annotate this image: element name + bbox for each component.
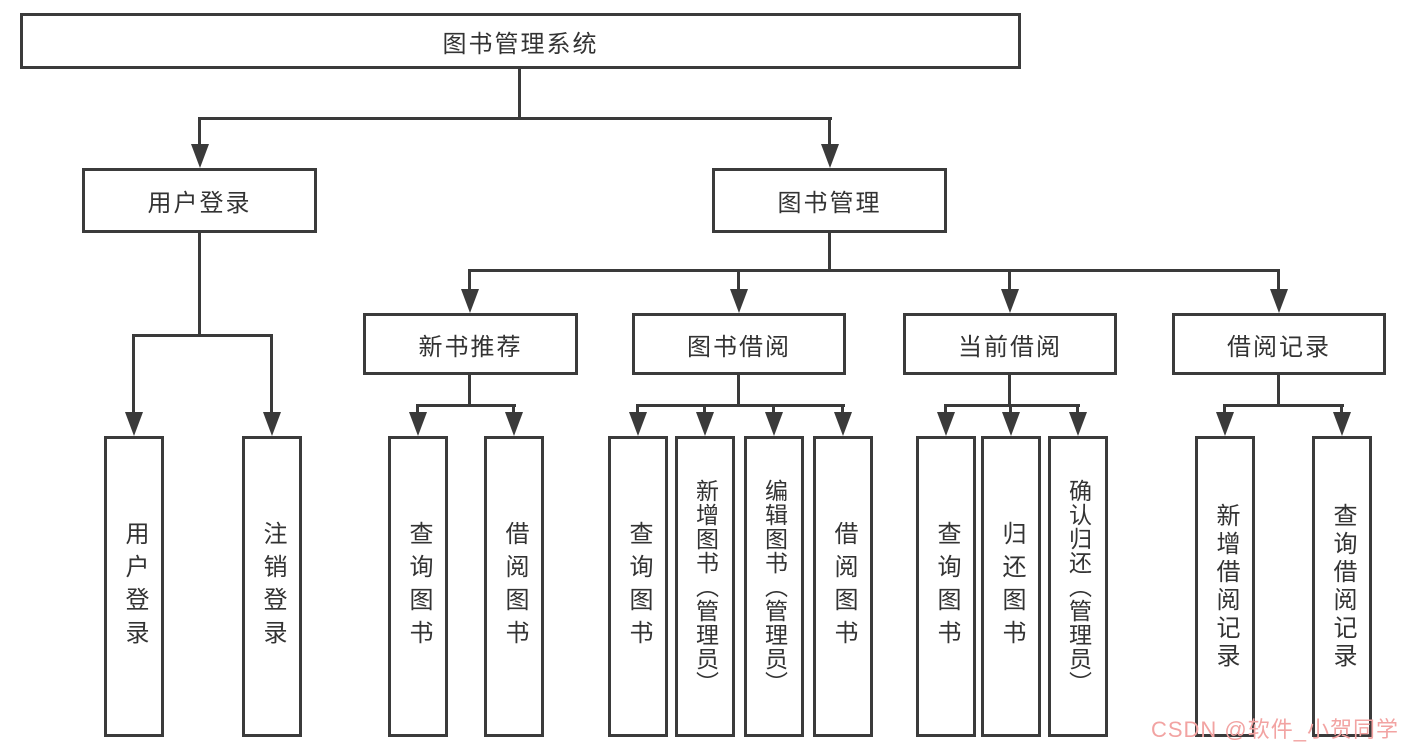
connector-line [198, 232, 201, 337]
node-label: 图书管理系统 [442, 30, 599, 58]
arrowhead [1002, 412, 1020, 436]
arrowhead [937, 412, 955, 436]
connector-line [132, 334, 135, 416]
connector-line [416, 404, 516, 407]
leaf-label: 借阅图书 [830, 520, 857, 653]
connector-line [772, 404, 775, 416]
connector-line [944, 404, 1080, 407]
connector-line [944, 404, 947, 416]
arrowhead [1069, 412, 1087, 436]
leaf-query-books-current: 查询图书 [916, 436, 976, 737]
connector-line [518, 69, 521, 119]
connector-line [636, 404, 639, 416]
leaf-add-borrow-record: 新增借阅记录 [1195, 436, 1255, 737]
arrowhead [696, 412, 714, 436]
arrowhead [730, 289, 748, 313]
connector-line [1277, 374, 1280, 406]
arrowhead [191, 144, 209, 168]
leaf-label: 用户登录 [121, 520, 148, 653]
connector-line [841, 404, 844, 416]
arrowhead [765, 412, 783, 436]
leaf-query-books-borrowing: 查询图书 [608, 436, 668, 737]
connector-line [1009, 404, 1012, 416]
leaf-label: 查询借阅记录 [1329, 502, 1356, 671]
leaf-add-books-admin: 新增图书（管理员） [675, 436, 735, 737]
leaf-label: 归还图书 [998, 520, 1025, 653]
node-book-management: 图书管理 [712, 168, 947, 233]
connector-line [828, 117, 831, 147]
node-library-management-system: 图书管理系统 [20, 13, 1021, 69]
node-label: 图书管理 [777, 190, 882, 217]
leaf-query-borrow-record: 查询借阅记录 [1312, 436, 1372, 737]
leaf-label: 编辑图书（管理员） [761, 478, 788, 695]
leaf-borrow-books-recommend: 借阅图书 [484, 436, 544, 737]
leaf-label: 确认归还（管理员） [1065, 478, 1092, 695]
leaf-label: 借阅图书 [501, 520, 528, 653]
csdn-watermark: CSDN @软件_小贺同学 [1150, 717, 1399, 742]
arrowhead [1001, 289, 1019, 313]
leaf-user-login: 用户登录 [104, 436, 164, 737]
arrowhead [1333, 412, 1351, 436]
connector-line [828, 232, 831, 272]
arrowhead [125, 412, 143, 436]
connector-line [468, 374, 471, 406]
node-label: 图书借阅 [687, 333, 791, 361]
connector-line [1008, 374, 1011, 406]
arrowhead [505, 412, 523, 436]
node-label: 借阅记录 [1227, 333, 1331, 361]
leaf-label: 注销登录 [259, 520, 286, 653]
arrowhead [409, 412, 427, 436]
node-user-login: 用户登录 [82, 168, 317, 233]
arrowhead [461, 289, 479, 313]
connector-line [1340, 404, 1343, 416]
arrowhead [1270, 289, 1288, 313]
connector-line [198, 117, 201, 147]
node-label: 当前借阅 [958, 333, 1062, 361]
connector-line [468, 269, 1280, 272]
connector-line [636, 404, 845, 407]
connector-line [270, 334, 273, 416]
leaf-label: 新增借阅记录 [1212, 502, 1239, 671]
connector-line [132, 334, 273, 337]
leaf-label: 查询图书 [625, 520, 652, 653]
leaf-edit-books-admin: 编辑图书（管理员） [744, 436, 804, 737]
connector-line [468, 269, 471, 293]
connector-line [512, 404, 515, 416]
arrowhead [263, 412, 281, 436]
connector-line [1223, 404, 1344, 407]
connector-line [703, 404, 706, 416]
connector-line [416, 404, 419, 416]
leaf-label: 查询图书 [933, 520, 960, 653]
connector-line [1277, 269, 1280, 293]
connector-line [1076, 404, 1079, 416]
leaf-logout: 注销登录 [242, 436, 302, 737]
node-label: 用户登录 [147, 190, 252, 217]
leaf-borrow-books-borrowing: 借阅图书 [813, 436, 873, 737]
node-current-borrowing: 当前借阅 [903, 313, 1117, 375]
connector-line [737, 374, 740, 406]
node-new-book-recommendation: 新书推荐 [363, 313, 578, 375]
leaf-confirm-return-admin: 确认归还（管理员） [1048, 436, 1108, 737]
node-label: 新书推荐 [418, 333, 523, 361]
leaf-query-books-recommend: 查询图书 [388, 436, 448, 737]
node-book-borrowing: 图书借阅 [632, 313, 846, 375]
arrowhead [821, 144, 839, 168]
arrowhead [834, 412, 852, 436]
arrowhead [629, 412, 647, 436]
connector-line [1223, 404, 1226, 416]
connector-line [198, 117, 832, 120]
leaf-label: 查询图书 [405, 520, 432, 653]
connector-line [1008, 269, 1011, 293]
connector-line [737, 269, 740, 293]
leaf-return-books: 归还图书 [981, 436, 1041, 737]
leaf-label: 新增图书（管理员） [692, 478, 719, 695]
arrowhead [1216, 412, 1234, 436]
node-borrowing-records: 借阅记录 [1172, 313, 1386, 375]
